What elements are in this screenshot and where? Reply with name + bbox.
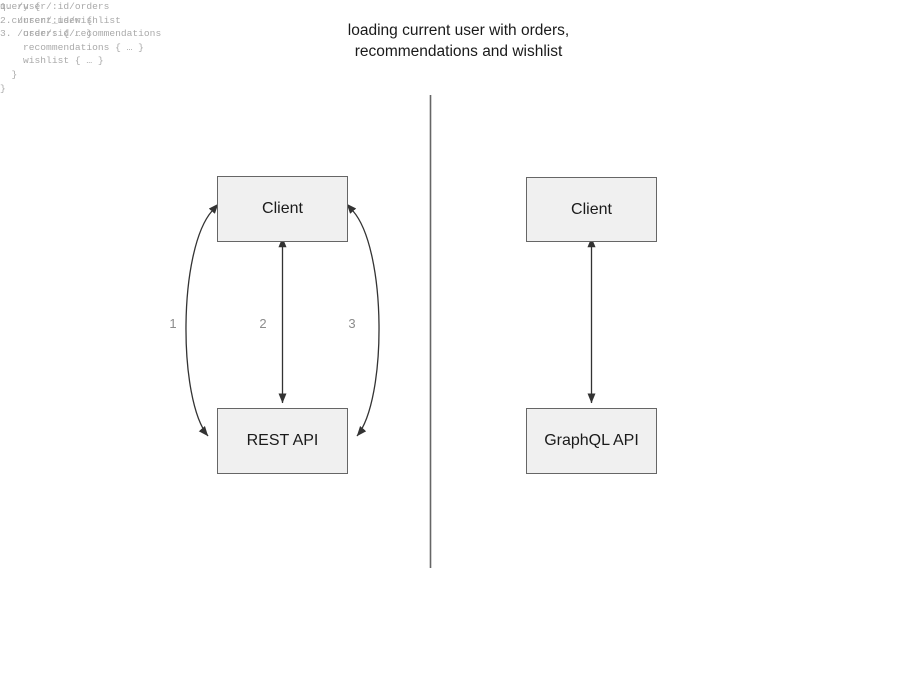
node-client-graphql[interactable]: Client [526, 177, 657, 242]
edge-label-2: 2 [259, 316, 267, 331]
edge-label-1: 1 [169, 316, 177, 331]
edge-curve-3 [346, 203, 380, 437]
graphql-query-block: query { current_user { orders { … } reco… [0, 1, 144, 94]
node-rest-api[interactable]: REST API [217, 408, 348, 474]
page-title: loading current user with orders, recomm… [347, 22, 570, 60]
node-graphql-api[interactable]: GraphQL API [526, 408, 657, 474]
rest-endpoint-list: 1. /user/:id/orders 2. /user/:id/wishlis… [0, 1, 162, 40]
node-client-rest[interactable]: Client [217, 176, 348, 242]
edge-label-3: 3 [348, 316, 356, 331]
edge-curve-1 [185, 203, 219, 437]
